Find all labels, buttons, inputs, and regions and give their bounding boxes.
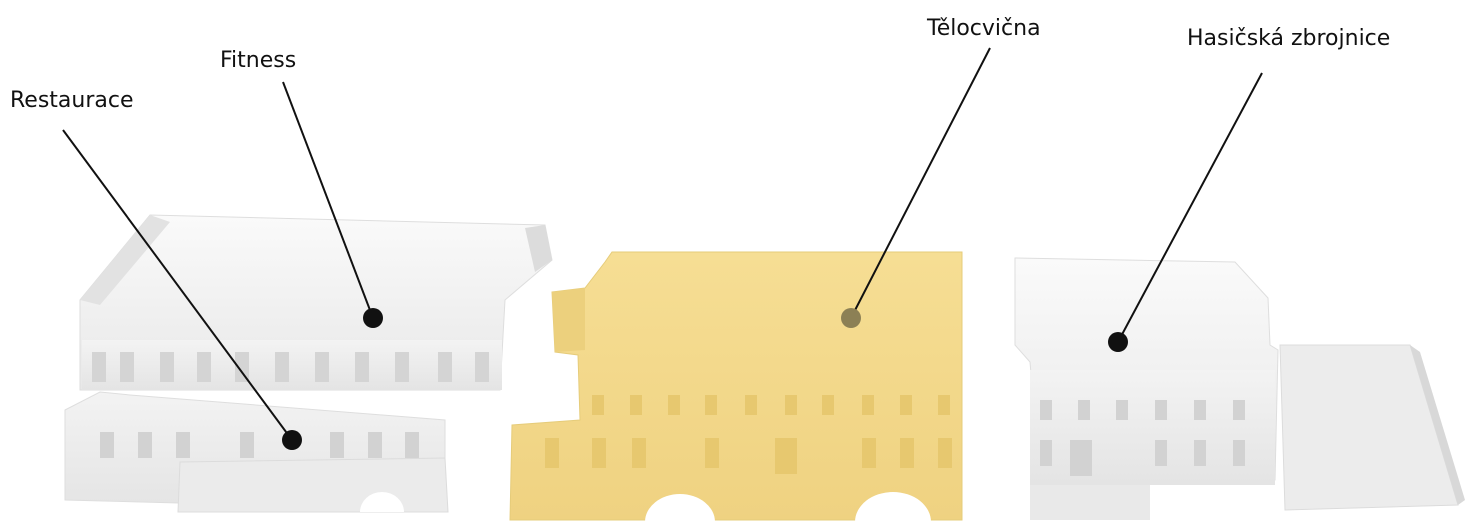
label-restaurace: Restaurace	[10, 90, 134, 112]
hasicska-zbrojnice-building	[1015, 258, 1465, 520]
marker-restaurace	[282, 430, 302, 450]
label-hasicska-zbrojnice: Hasičská zbrojnice	[1187, 28, 1390, 50]
marker-telocvicna	[841, 308, 861, 328]
marker-hasicska	[1108, 332, 1128, 352]
fitness-building	[80, 215, 552, 390]
restaurace-building	[65, 392, 448, 512]
label-fitness: Fitness	[220, 50, 296, 72]
telocvicna-building	[510, 252, 962, 522]
label-telocvicna: Tělocvična	[927, 18, 1041, 40]
marker-fitness	[363, 308, 383, 328]
